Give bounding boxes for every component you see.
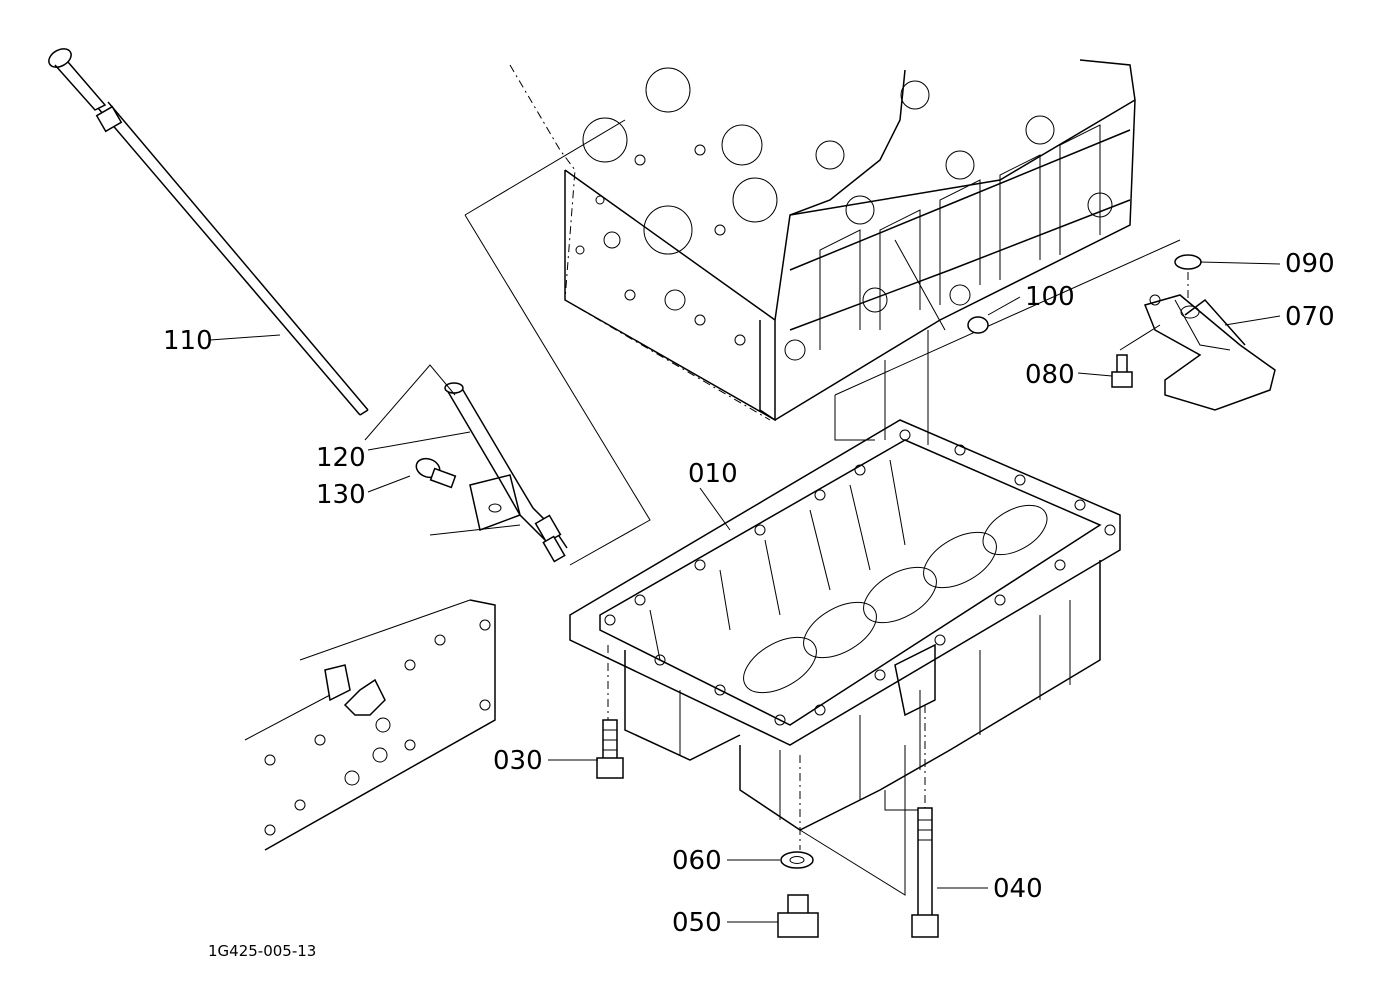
callout-120: 120 — [316, 443, 366, 473]
drain-plug-050 — [777, 894, 819, 938]
dipstick-110 — [48, 48, 369, 416]
leader-110 — [209, 334, 281, 341]
callout-080: 080 — [1025, 360, 1075, 390]
callout-060: 060 — [672, 846, 722, 876]
leader-040-050 — [799, 745, 906, 896]
guide-bracket — [469, 474, 521, 532]
block-alignment-line — [834, 395, 875, 441]
drawing-number: 1G425-005-13 — [208, 942, 316, 960]
block-alignment-line-2 — [834, 239, 1181, 396]
oil-pan — [569, 419, 1121, 831]
leader-010 — [699, 487, 731, 531]
callout-050: 050 — [672, 908, 722, 938]
callout-040: 040 — [993, 874, 1043, 904]
stud-bolt-040 — [911, 807, 939, 938]
plug-100 — [967, 316, 989, 334]
leader-070 — [1224, 315, 1281, 326]
flywheel-housing-panel — [244, 599, 496, 851]
callout-010: 010 — [688, 459, 738, 489]
callout-110: 110 — [163, 326, 213, 356]
leader-100 — [987, 296, 1021, 316]
callout-030: 030 — [493, 746, 543, 776]
leader-090 — [1199, 261, 1281, 265]
guide-leader-line — [364, 364, 456, 441]
o-ring-090 — [1174, 254, 1202, 270]
callout-070: 070 — [1285, 302, 1335, 332]
leader-bracket-040 — [884, 790, 925, 811]
guide-bracket-line — [464, 214, 651, 566]
bolt-030 — [596, 719, 624, 779]
callout-090: 090 — [1285, 249, 1335, 279]
leader-080 — [1077, 372, 1113, 377]
callout-130: 130 — [316, 480, 366, 510]
washer-060 — [780, 851, 814, 869]
callout-100: 100 — [1025, 282, 1075, 312]
oil-strainer-070 — [1143, 294, 1276, 411]
leader-130 — [367, 475, 411, 493]
centerline-080 — [1119, 324, 1161, 351]
leader-120 — [367, 431, 471, 451]
bolt-080 — [1111, 354, 1133, 388]
leader-100-block — [894, 239, 946, 331]
block-leader-line — [464, 119, 626, 216]
dipstick-guide-120 — [444, 382, 568, 563]
engine-block — [509, 59, 1136, 422]
guide-leader-line-2 — [429, 524, 521, 536]
bolt-130 — [415, 457, 457, 489]
